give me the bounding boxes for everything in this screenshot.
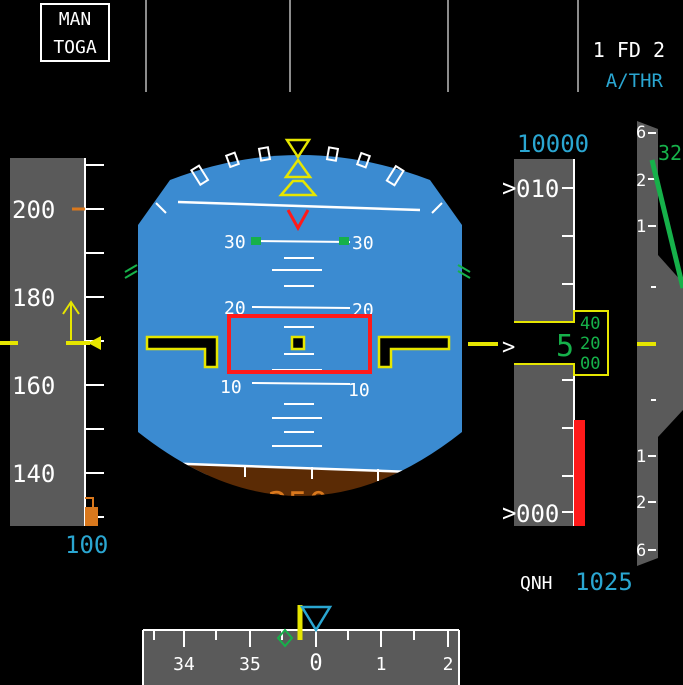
speed-label-200: 200: [12, 196, 55, 224]
heading-label-0: 0: [309, 651, 322, 676]
upper-horizon-reference: [177, 200, 421, 212]
thrust-mode-box: [40, 3, 110, 62]
pitch-limit-right: [339, 237, 349, 245]
altitude-chevron-lower: >: [502, 499, 516, 527]
alpha-protection-bar: [85, 507, 98, 526]
thrust-mode-man: MAN: [59, 9, 92, 30]
bank-limit-right: [457, 264, 471, 279]
speed-label-180: 180: [12, 284, 55, 312]
roll-index-pointer: [284, 138, 312, 160]
pitch-label-10-left: 10: [220, 377, 242, 398]
speed-target-readout: 100: [65, 531, 108, 559]
altitude-drum-20: 20: [580, 334, 600, 354]
roll-pointer: [278, 157, 318, 197]
altitude-readout-chevron: >: [502, 335, 515, 360]
heading-label-2: 2: [443, 654, 454, 675]
pitch-label-10-right: 10: [348, 380, 370, 401]
highlight-box: [227, 314, 372, 374]
vsi-needle: [649, 159, 683, 289]
vsi-background: [637, 121, 683, 566]
flight-path-director: [286, 209, 310, 232]
altitude-label-010: 010: [516, 175, 559, 203]
fd-status: 1 FD 2: [593, 38, 665, 62]
altitude-drum-00: 00: [580, 354, 600, 374]
vsi-label-up-1: 1: [636, 217, 646, 237]
vsi-label-down-1: 1: [636, 447, 646, 467]
selected-altitude: 10000: [517, 130, 589, 158]
speed-reference-pointer: [88, 336, 101, 350]
speed-trend-arrow: [62, 300, 80, 340]
vsi-label-up-6: 6: [636, 123, 646, 143]
athr-status: A/THR: [606, 70, 664, 92]
altitude-drum-40: 40: [580, 314, 600, 334]
thrust-mode-toga: TOGA: [53, 37, 97, 58]
altitude-readout-window: [514, 310, 609, 376]
aircraft-symbol-center: [290, 335, 306, 351]
track-diamond: [276, 628, 294, 648]
qnh-value: 1025: [575, 568, 633, 596]
vsi-label-down-6: 6: [636, 541, 646, 561]
speed-label-140: 140: [12, 460, 55, 488]
vsi-readout: 32: [658, 141, 682, 165]
altitude-chevron-upper: >: [502, 174, 516, 202]
qnh-label: QNH: [520, 573, 553, 594]
vsi-label-down-2: 2: [636, 493, 646, 513]
aircraft-symbol-left-wing: [145, 335, 219, 369]
vertical-speed-indicator: 6 2 1 1 2 6 32: [636, 121, 683, 566]
pitch-label-20-left: 20: [224, 298, 246, 319]
flight-mode-annunciator: MAN TOGA 1 FD 2 A/THR: [40, 0, 665, 92]
selected-heading-bug: [299, 605, 333, 633]
pitch-limit-left: [251, 237, 261, 245]
pitch-label-30-left: 30: [224, 232, 246, 253]
bank-limit-left: [124, 264, 138, 279]
heading-ticks: [153, 630, 449, 647]
pitch-label-30-right: 30: [352, 233, 374, 254]
altitude-tape: 10000 > 010 > 000 > 5 40 20 00 QNH 1025: [502, 130, 633, 596]
heading-label-34: 34: [173, 654, 195, 675]
ground-reference-bar: [574, 420, 585, 526]
speed-label-160: 160: [12, 372, 55, 400]
ground: [138, 462, 462, 496]
heading-label-35: 35: [239, 654, 261, 675]
altitude-readout-value: 5: [556, 329, 574, 364]
speed-tape: 200 180 160 140 100: [0, 158, 108, 559]
aircraft-symbol-right-wing: [377, 335, 451, 369]
vls-marker: [85, 497, 94, 507]
roll-scale: [155, 146, 443, 214]
heading-scale: 34 35 0 1 2: [142, 605, 460, 685]
vsi-label-up-2: 2: [636, 171, 646, 191]
altitude-label-000: 000: [516, 500, 559, 528]
heading-label-1: 1: [376, 654, 387, 675]
ground-readout: 250: [267, 485, 328, 525]
